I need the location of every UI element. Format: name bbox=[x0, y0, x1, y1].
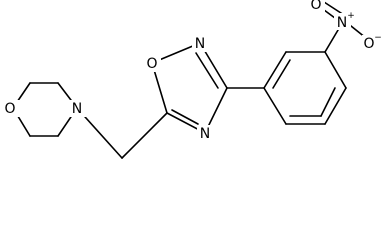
atom-nitro-oxygen-top: O bbox=[308, 0, 325, 13]
atom-morpholine-oxygen: O bbox=[2, 100, 20, 117]
atom-nitro-oxygen-right: O − bbox=[362, 33, 382, 52]
atom-ring-oxygen: O bbox=[144, 55, 161, 72]
atom-label-nitro-n: N bbox=[337, 15, 347, 31]
atom-morpholine-nitrogen: N bbox=[69, 100, 86, 117]
atom-label-nitro-o-top: O bbox=[310, 0, 321, 13]
bond-ch2-c5 bbox=[121, 112, 168, 159]
atom-label-ring-o: O bbox=[146, 56, 157, 72]
atom-label-morpholine-n: N bbox=[72, 101, 82, 117]
atom-ring-nitrogen-4: N bbox=[197, 125, 214, 142]
bond-layer bbox=[12, 1, 367, 159]
atom-ring-nitrogen-2: N bbox=[192, 35, 209, 52]
atom-label-nitro-o-right: O bbox=[363, 36, 374, 52]
bond-ph-inner-1 bbox=[272, 59, 291, 89]
bond-ph6-ph1 bbox=[263, 87, 287, 125]
atom-label-morpholine-o: O bbox=[4, 101, 15, 117]
bond-ph-inner-2 bbox=[320, 87, 336, 117]
charge-nitro-n: + bbox=[347, 11, 355, 21]
bond-n2-c3-double bbox=[195, 52, 219, 89]
atom-layer: O N O N N N + O O − bbox=[2, 0, 382, 142]
atom-nitro-nitrogen: N + bbox=[334, 11, 355, 31]
bond-n4-c5-double bbox=[171, 109, 199, 125]
molecule-structure: O N O N N N + O O − bbox=[2, 0, 382, 159]
bond-ph3-ph4 bbox=[324, 51, 347, 89]
charge-nitro-o-right: − bbox=[374, 33, 382, 43]
atom-label-ring-n2: N bbox=[195, 36, 205, 52]
bond-nitro-o-top-double bbox=[323, 1, 345, 16]
atom-label-ring-n4: N bbox=[200, 126, 210, 142]
bond-ph4-ph5 bbox=[324, 87, 347, 125]
bond-ph1-ph2 bbox=[263, 51, 287, 89]
